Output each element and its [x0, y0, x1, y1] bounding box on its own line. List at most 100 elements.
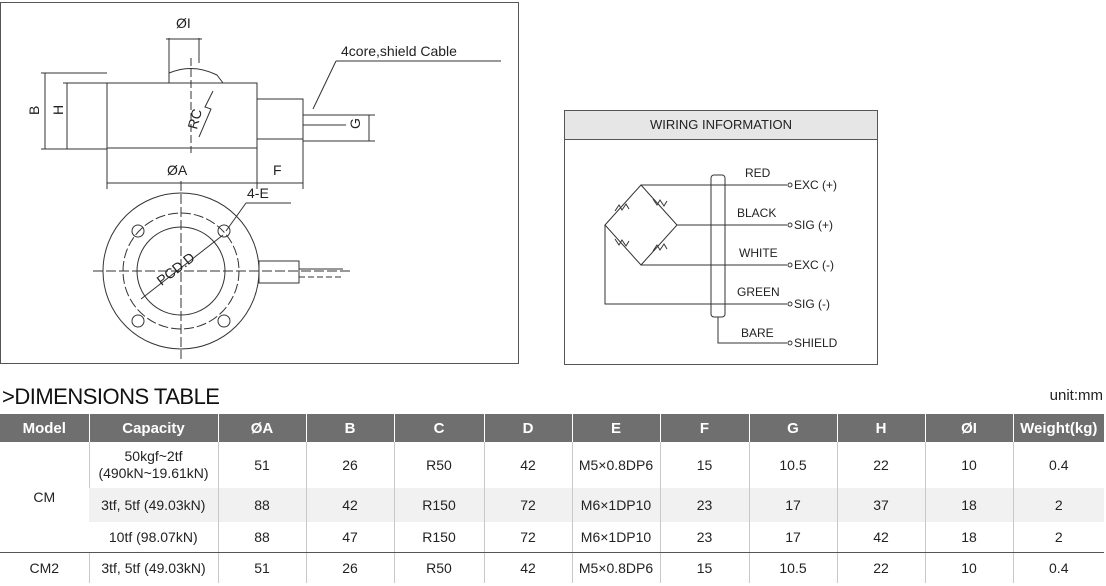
cell-d: 72 — [483, 522, 572, 553]
cell-phi-i: 10 — [924, 552, 1013, 583]
dim-4e-label: 4-E — [247, 185, 269, 201]
dimensions-table-title: >DIMENSIONS TABLE — [2, 384, 220, 410]
cell-phi-i: 10 — [924, 442, 1013, 488]
cell-d: 42 — [483, 552, 572, 583]
header-weight: Weight(kg) — [1012, 414, 1104, 442]
cell-f: 15 — [659, 442, 749, 488]
wire-color-green: GREEN — [737, 285, 780, 299]
technical-drawing-panel: ØI ØI 4core,shield Cable B H RC G ØA F 4… — [0, 2, 519, 364]
bolt-hole — [217, 224, 231, 238]
header-e: E — [571, 414, 660, 442]
cell-weight: 2 — [1012, 522, 1104, 553]
cell-phi-a: 51 — [217, 442, 306, 488]
wire-signal-sig-minus: SIG (-) — [794, 297, 830, 311]
dim-rc-label: RC — [184, 107, 205, 131]
header-phi-i: ØI — [924, 414, 1013, 442]
cell-phi-a: 88 — [217, 488, 306, 522]
wiring-title: WIRING INFORMATION — [565, 111, 877, 140]
wire-color-black: BLACK — [737, 206, 776, 220]
cell-weight: 2 — [1012, 488, 1104, 522]
header-phi-a: ØA — [217, 414, 306, 442]
dim-b-label: B — [26, 106, 42, 115]
wire-signal-shield: SHIELD — [794, 336, 838, 350]
header-b: B — [305, 414, 394, 442]
capacity-cell: 10tf (98.07kN) — [89, 522, 218, 553]
cell-g: 17 — [748, 522, 837, 553]
table-row: 10tf (98.07kN) 88 47 R150 72 M6×1DP10 23… — [0, 522, 1104, 553]
bolt-hole — [131, 224, 145, 238]
capacity-cell: 3tf, 5tf (49.03kN) — [89, 488, 218, 522]
cell-e: M6×1DP10 — [571, 488, 660, 522]
cell-c: R50 — [393, 442, 484, 488]
wiring-information-panel: WIRING INFORMATION RED EXC (+) BLACK S — [564, 110, 878, 365]
side-view-button — [168, 68, 224, 84]
cell-h: 42 — [836, 522, 925, 553]
cell-b: 42 — [305, 488, 394, 522]
cell-c: R50 — [393, 552, 484, 583]
wire-color-bare: BARE — [741, 326, 774, 340]
wire-color-red: RED — [745, 166, 771, 180]
table-row: 3tf, 5tf (49.03kN) 88 42 R150 72 M6×1DP1… — [0, 488, 1104, 522]
wire-signal-exc-minus: EXC (-) — [794, 258, 834, 272]
cell-b: 26 — [305, 552, 394, 583]
dim-phi-a-label: ØA — [167, 162, 188, 178]
model-cell: CM2 — [0, 552, 89, 583]
cell-c: R150 — [393, 488, 484, 522]
header-h: H — [836, 414, 925, 442]
load-cell-drawing: ØI ØI 4core,shield Cable B H RC G ØA F 4… — [26, 15, 501, 359]
wiring-diagram: RED EXC (+) BLACK SIG (+) WHITE EXC (-) … — [604, 166, 838, 350]
bolt-hole — [217, 314, 231, 328]
cell-g: 17 — [748, 488, 837, 522]
dim-g-label: G — [347, 118, 363, 129]
dim-h-label: H — [50, 105, 66, 115]
capacity-cell: 3tf, 5tf (49.03kN) — [88, 552, 218, 583]
model-cell: CM — [0, 442, 89, 553]
cell-phi-i: 18 — [924, 522, 1013, 553]
title-text: DIMENSIONS TABLE — [14, 384, 220, 409]
cable-callout: 4core,shield Cable — [341, 43, 457, 59]
cell-weight: 0.4 — [1012, 442, 1104, 488]
dimensions-table: Model Capacity ØA B C D E F G H ØI Weigh… — [0, 414, 1104, 583]
cell-phi-a: 51 — [217, 552, 306, 583]
wire-signal-sig-plus: SIG (+) — [794, 218, 833, 232]
header-model: Model — [0, 414, 89, 442]
cell-phi-i: 18 — [924, 488, 1013, 522]
side-view-body — [106, 82, 258, 149]
cell-d: 72 — [483, 488, 572, 522]
cell-d: 42 — [483, 442, 572, 488]
capacity-line-1: 50kgf~2tf — [124, 448, 183, 464]
unit-label: unit:mm — [1049, 387, 1103, 404]
cell-f: 23 — [659, 522, 749, 553]
cell-h: 37 — [836, 488, 925, 522]
table-row: CM 50kgf~2tf(490kN~19.61kN) 51 26 R50 42… — [0, 442, 1104, 553]
cell-f: 23 — [659, 488, 749, 522]
cell-g: 10.5 — [748, 442, 837, 488]
cell-weight: 0.4 — [1012, 552, 1104, 583]
wire-signal-exc-plus: EXC (+) — [794, 178, 837, 192]
cell-phi-a: 88 — [217, 522, 306, 553]
dim-f-label: F — [273, 162, 282, 178]
header-g: G — [748, 414, 837, 442]
cell-e: M5×0.8DP6 — [571, 552, 660, 583]
table-header-row: Model Capacity ØA B C D E F G H ØI Weigh… — [0, 414, 1104, 442]
cell-g: 10.5 — [748, 552, 837, 583]
title-marker: > — [2, 384, 15, 409]
header-d: D — [483, 414, 572, 442]
capacity-cell: 50kgf~2tf(490kN~19.61kN) — [88, 442, 218, 488]
wire-color-white: WHITE — [739, 246, 778, 260]
header-c: C — [393, 414, 484, 442]
wheatstone-bridge — [604, 184, 678, 266]
cell-b: 47 — [305, 522, 394, 553]
bolt-hole — [131, 314, 145, 328]
cell-f: 15 — [659, 552, 749, 583]
cell-h: 22 — [836, 442, 925, 488]
cell-e: M6×1DP10 — [571, 522, 660, 553]
header-f: F — [659, 414, 749, 442]
cell-c: R150 — [393, 522, 484, 553]
cable-sleeve — [710, 174, 726, 318]
phi-i-label: ØI — [176, 15, 191, 31]
cable-gland — [256, 98, 304, 140]
header-capacity: Capacity — [88, 414, 218, 442]
dim-pcd-label: PCD.D — [153, 249, 197, 288]
cell-b: 26 — [305, 442, 394, 488]
